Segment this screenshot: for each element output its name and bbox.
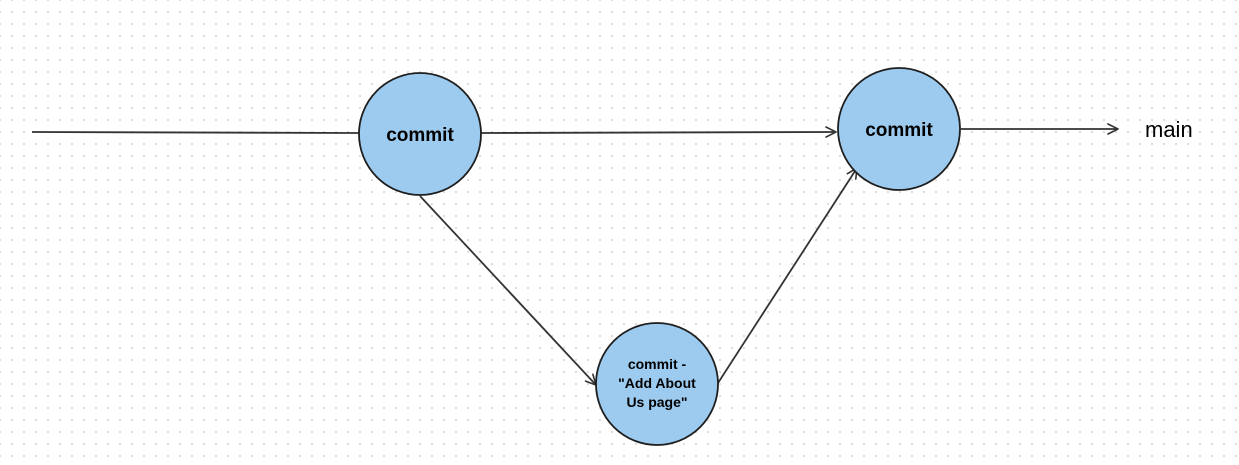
edge-commit-3-to-commit-2	[717, 167, 858, 384]
commit-node-3[interactable]: commit - "Add About Us page"	[595, 322, 719, 446]
commit-node-3-circle	[595, 322, 719, 446]
commit-node-3-label-line-1: commit -	[628, 356, 687, 372]
commit-node-1-label: commit	[386, 125, 454, 146]
edge-commit-1-to-commit-2	[480, 126, 837, 138]
branch-label-main: main	[1145, 117, 1193, 142]
commit-node-2[interactable]: commit	[837, 67, 961, 191]
commit-node-3-label-line-3: Us page"	[626, 394, 687, 410]
commit-node-2-circle	[837, 67, 961, 191]
commit-node-1[interactable]: commit	[358, 72, 482, 196]
commit-node-3-label-line-2: "Add About	[618, 375, 696, 391]
edge-commit-1-to-commit-3	[419, 195, 597, 386]
commit-node-1-circle	[358, 72, 482, 196]
incoming-edge	[31, 131, 360, 134]
commit-node-2-label: commit	[865, 120, 933, 141]
